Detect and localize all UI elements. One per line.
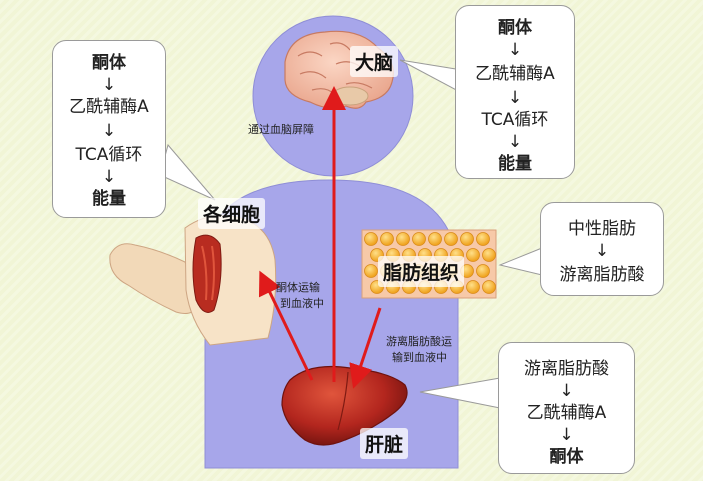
fat-cell — [380, 232, 394, 246]
fat-cell — [482, 280, 496, 294]
label-cells: 各细胞 — [198, 198, 266, 229]
annotation-ketone-transport-2: 到血液中 — [280, 297, 324, 310]
callout-adipose-step2: 游离脂肪酸 — [559, 265, 645, 285]
arrow-liver-to-cells — [258, 270, 314, 381]
label-brain: 大脑 — [350, 46, 399, 77]
callout-liver-step2: 乙酰辅酶A — [526, 403, 607, 423]
fat-cell — [444, 232, 458, 246]
callout-liver-step1: 游离脂肪酸 — [524, 359, 609, 379]
arrow-adipose-to-liver — [349, 307, 382, 389]
callout-cells-step3: TCA循环 — [75, 145, 143, 165]
callout-cells-step2: 乙酰辅酶A — [69, 97, 149, 117]
annotation-ketone-transport-1: 酮体运输 — [276, 281, 320, 294]
callout-liver: 游离脂肪酸 ↓ 乙酰辅酶A ↓ 酮体 — [498, 342, 635, 474]
callout-liver-arrow1: ↓ — [559, 381, 574, 401]
callout-cells: 酮体 ↓ 乙酰辅酶A ↓ TCA循环 ↓ 能量 — [52, 40, 166, 218]
callout-brain: 酮体 ↓ 乙酰辅酶A ↓ TCA循环 ↓ 能量 — [455, 5, 575, 179]
callout-brain-step1: 酮体 — [498, 18, 532, 38]
callout-cells-arrow2: ↓ — [101, 121, 117, 141]
callout-cells-arrow1: ↓ — [101, 75, 117, 95]
callout-brain-step3: TCA循环 — [481, 110, 549, 130]
callout-liver-arrow2: ↓ — [559, 425, 574, 445]
fat-cell — [412, 232, 426, 246]
fat-cell — [364, 232, 378, 246]
fat-cell — [476, 232, 490, 246]
callout-brain-step4: 能量 — [498, 154, 532, 174]
callout-cells-step4: 能量 — [92, 189, 126, 209]
arm-image — [109, 215, 277, 346]
callout-brain-arrow1: ↓ — [507, 40, 523, 60]
label-liver: 肝脏 — [360, 428, 409, 459]
fat-cell — [466, 280, 480, 294]
flow-arrows — [258, 86, 382, 389]
fat-cell — [396, 232, 410, 246]
callout-cells-step1: 酮体 — [92, 53, 126, 73]
callout-brain-arrow2: ↓ — [507, 88, 523, 108]
annotation-ffa-transport-2: 输到血液中 — [392, 351, 447, 364]
fat-cell — [364, 264, 378, 278]
fat-cell — [466, 248, 480, 262]
label-adipose: 脂肪组织 — [378, 256, 465, 287]
callout-adipose-arrow1: ↓ — [594, 241, 610, 261]
fat-cell — [482, 248, 496, 262]
fat-cell — [476, 264, 490, 278]
callout-adipose: 中性脂肪 ↓ 游离脂肪酸 — [540, 202, 664, 296]
callout-cells-arrow3: ↓ — [101, 167, 117, 187]
annotation-bbb: 通过血脑屏障 — [248, 123, 314, 136]
callout-brain-step2: 乙酰辅酶A — [475, 64, 555, 84]
callout-brain-arrow3: ↓ — [507, 132, 523, 152]
callout-liver-step3: 酮体 — [549, 447, 584, 467]
annotation-ffa-transport-1: 游离脂肪酸运 — [386, 335, 452, 348]
callout-adipose-step1: 中性脂肪 — [568, 219, 636, 239]
fat-cell — [428, 232, 442, 246]
fat-cell — [460, 232, 474, 246]
